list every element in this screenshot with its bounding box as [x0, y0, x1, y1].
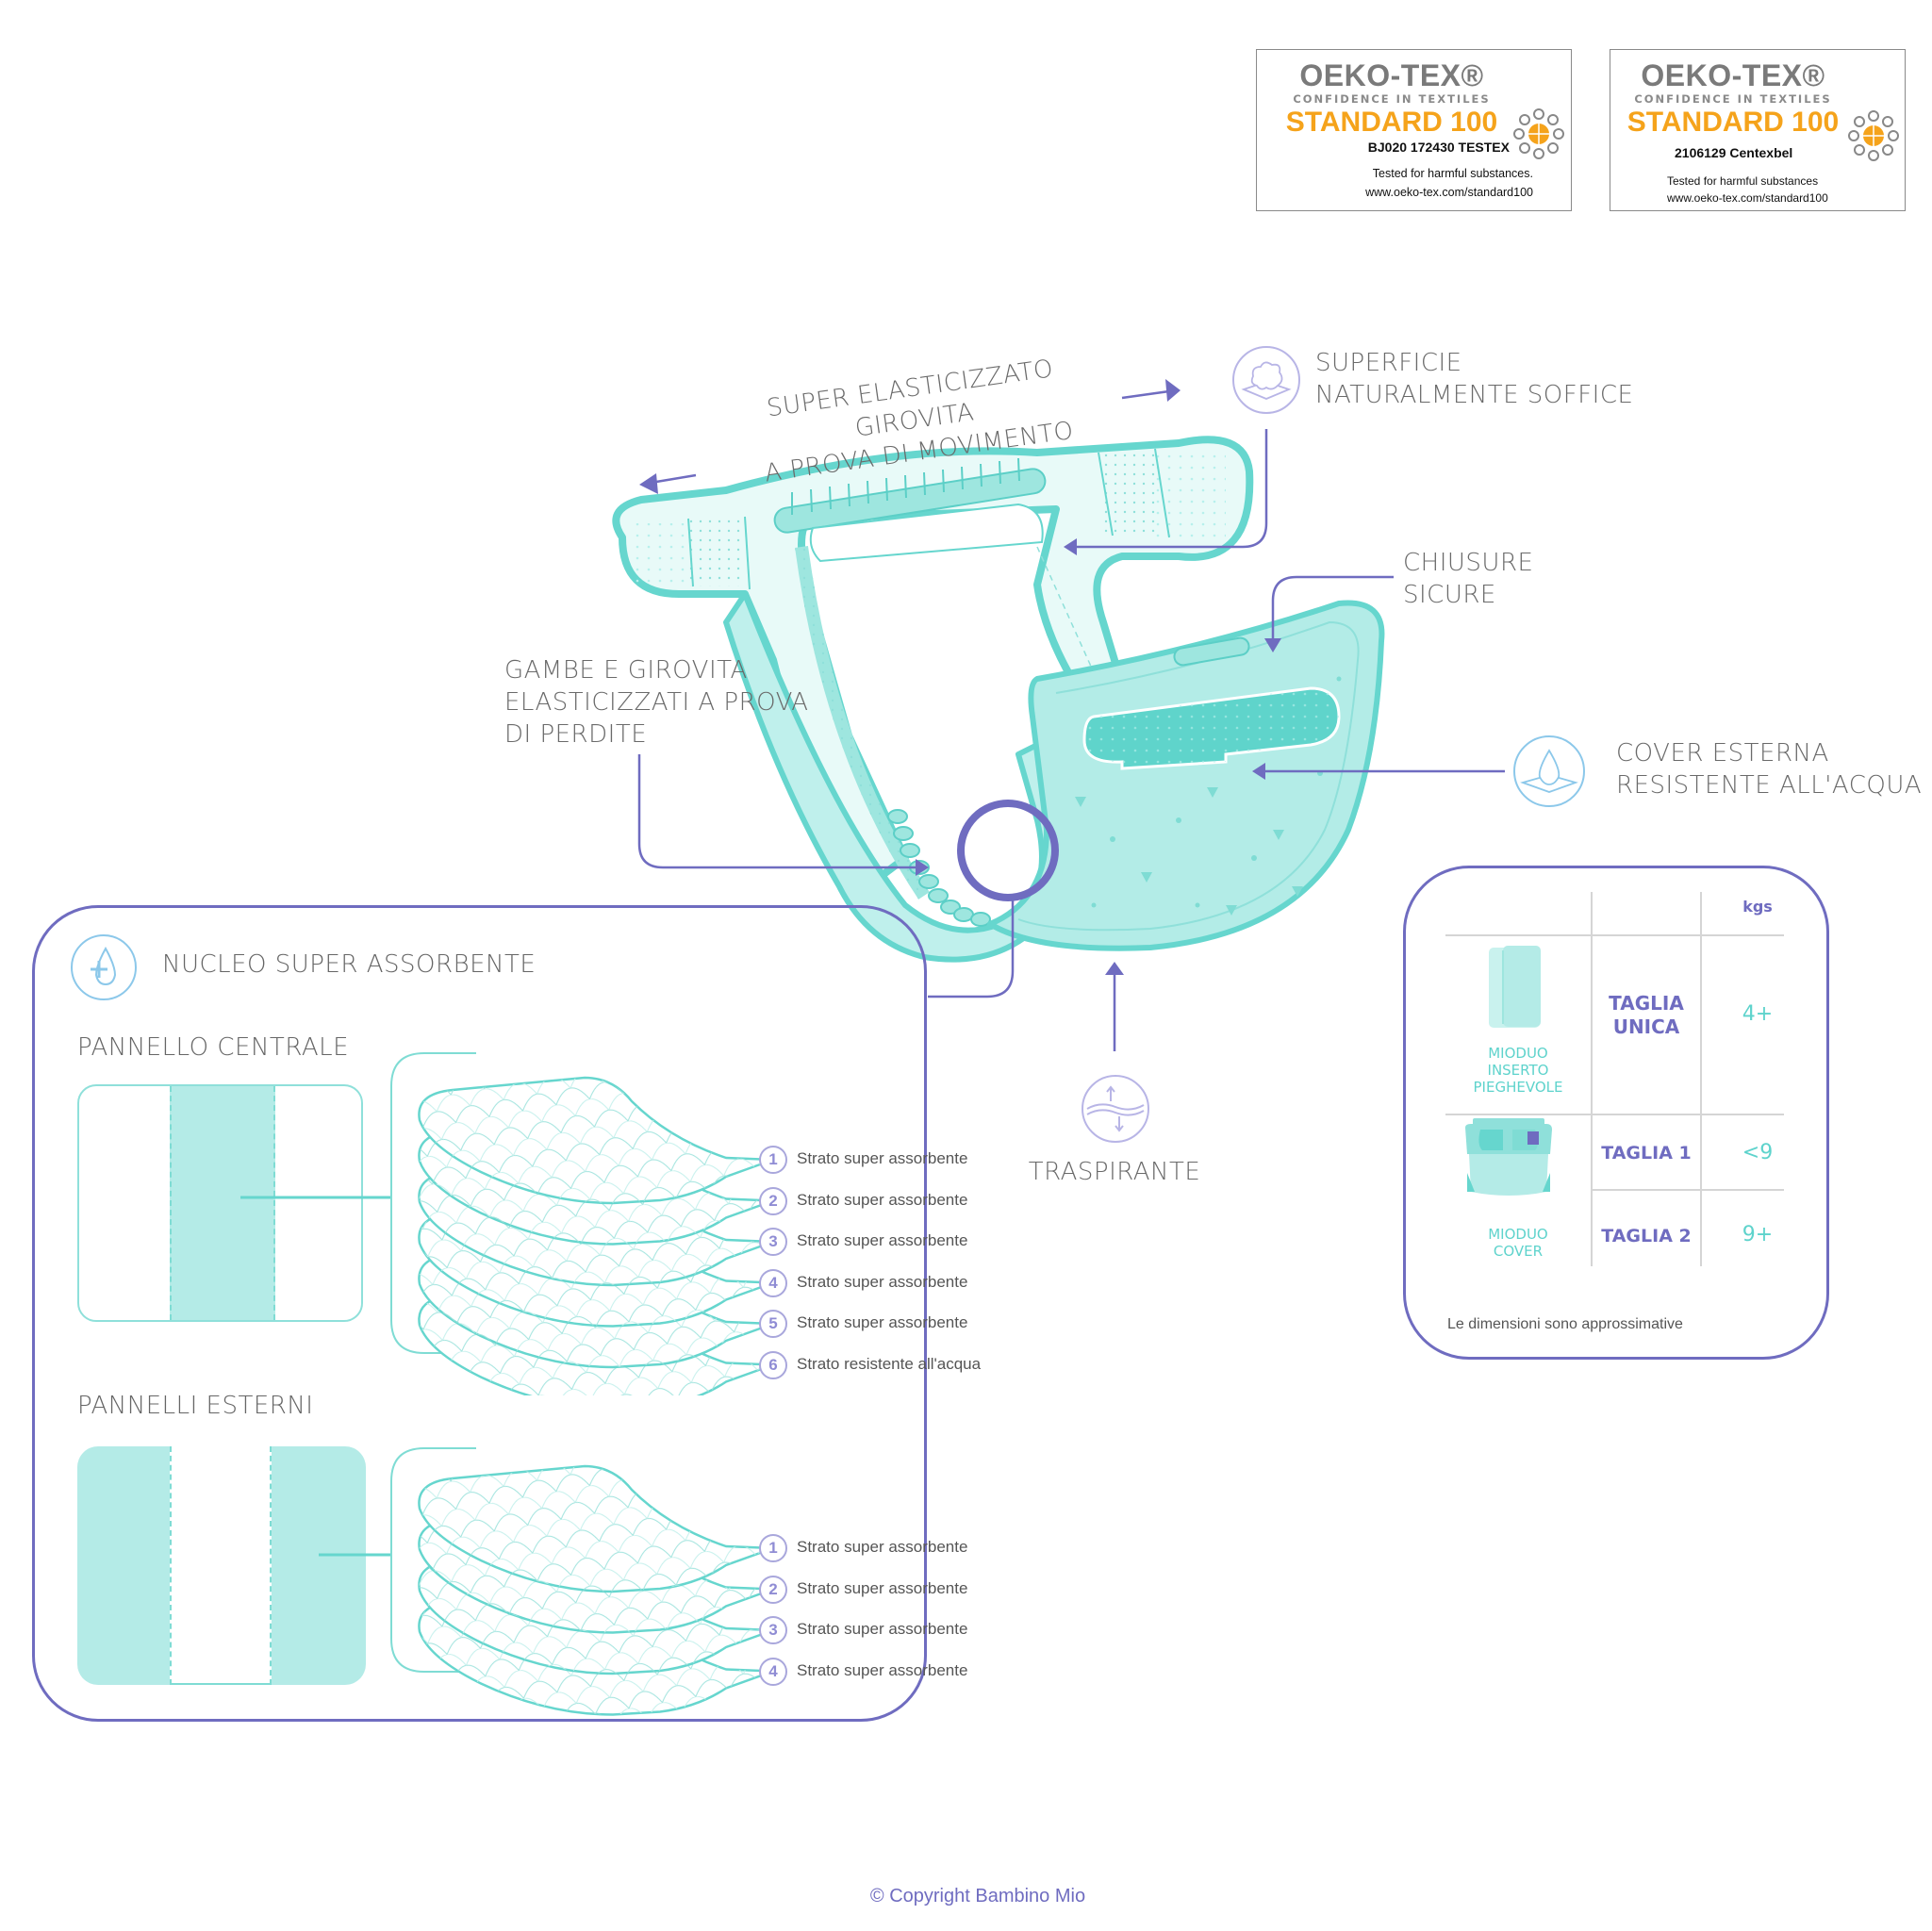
- layer-label: Strato super assorbente: [797, 1538, 968, 1556]
- layer-label: Strato super assorbente: [797, 1272, 968, 1291]
- layer-number-badge: 1: [759, 1146, 787, 1174]
- oeko-tex-label-1: OEKO-TEX® CONFIDENCE IN TEXTILES STANDAR…: [1256, 49, 1572, 211]
- layer-label: Strato super assorbente: [797, 1620, 968, 1638]
- outer-cover-line1: COVER ESTERNA: [1616, 739, 1829, 767]
- soft-surface-line2: NATURALMENTE SOFFICE: [1315, 381, 1634, 409]
- legs-label: GAMBE E GIROVITA ELASTICIZZATI A PROVA D…: [504, 654, 809, 751]
- central-panel-diagram: [77, 1084, 363, 1322]
- arrow-right-icon: [1165, 379, 1181, 402]
- layer-label: Strato super assorbente: [797, 1578, 968, 1597]
- arrow-right-icon: [916, 859, 929, 876]
- oeko-standard: STANDARD 100: [1285, 107, 1498, 138]
- closures-line2: SICURE: [1403, 581, 1496, 609]
- layer-label: Strato super assorbente: [797, 1190, 968, 1209]
- size-table-grid: [1445, 892, 1784, 1266]
- arrow-left-icon: [1252, 763, 1265, 780]
- weight-value: <9: [1742, 1141, 1774, 1164]
- central-panel-title: PANNELLO CENTRALE: [77, 1033, 350, 1062]
- oeko-tested-text: Tested for harmful substances.: [1372, 167, 1533, 180]
- size-taglia-unica: TAGLIA UNICA: [1593, 992, 1699, 1039]
- size-taglia-2: TAGLIA 2: [1601, 1226, 1692, 1246]
- layer-number-badge: 3: [759, 1616, 787, 1644]
- outer-panels-diagram: [77, 1446, 366, 1685]
- layer-label: Strato super assorbente: [797, 1660, 968, 1679]
- airflow-icon: [1082, 1075, 1149, 1143]
- connector-lines: [637, 389, 1505, 1051]
- core-panel: [32, 905, 927, 1722]
- product-name-line: INSERTO: [1487, 1062, 1549, 1079]
- weight-unit-header: kgs: [1742, 898, 1773, 916]
- product-name-cover: MIODUO COVER: [1452, 1226, 1584, 1260]
- closures-line1: CHIUSURE: [1403, 549, 1534, 577]
- breathable-label: TRASPIRANTE: [1028, 1158, 1201, 1186]
- absorbent-layer-texture: [419, 1466, 773, 1592]
- layer-number-badge: 2: [759, 1575, 787, 1604]
- product-name-line: COVER: [1493, 1243, 1544, 1260]
- size-taglia-1: TAGLIA 1: [1601, 1143, 1692, 1164]
- outer-panels-title: PANNELLI ESTERNI: [77, 1392, 314, 1420]
- oeko-tested-text: Tested for harmful substances: [1667, 174, 1819, 188]
- size-note: Le dimensioni sono approssimative: [1447, 1316, 1683, 1332]
- legs-line2: ELASTICIZZATI A PROVA: [504, 688, 809, 717]
- core-panel-title: NUCLEO SUPER ASSORBENTE: [162, 950, 537, 979]
- product-name-line: PIEGHEVOLE: [1473, 1079, 1563, 1096]
- absorb-drop-plus-icon: [71, 934, 137, 1000]
- oeko-standard: STANDARD 100: [1627, 107, 1840, 138]
- absorbent-layer-texture: [419, 1078, 773, 1203]
- oeko-tex-label-2: OEKO-TEX® CONFIDENCE IN TEXTILES STANDAR…: [1610, 49, 1906, 211]
- oeko-tagline: CONFIDENCE IN TEXTILES: [1293, 92, 1491, 106]
- layer-label: Strato super assorbente: [797, 1313, 968, 1331]
- layer-number-badge: 5: [759, 1310, 787, 1338]
- layer-number-badge: 4: [759, 1657, 787, 1686]
- layer-number-badge: 4: [759, 1268, 787, 1297]
- product-name-line: MIODUO: [1488, 1045, 1548, 1062]
- copyright-text: © Copyright Bambino Mio: [869, 1886, 1086, 1906]
- outer-cover-line2: RESISTENTE ALL'ACQUA: [1616, 771, 1923, 800]
- outer-layer-stack: [319, 1447, 774, 1716]
- oeko-brand: OEKO-TEX®: [1641, 58, 1825, 92]
- leg-elastic-highlight-ring: [957, 800, 1059, 901]
- oeko-certificate-code: 2106129 Centexbel: [1675, 145, 1793, 160]
- legs-line1: GAMBE E GIROVITA: [504, 656, 748, 685]
- oeko-url: www.oeko-tex.com/standard100: [1667, 191, 1828, 205]
- layer-number-badge: 1: [759, 1534, 787, 1562]
- diaper-front-cover: [987, 600, 1385, 951]
- layer-label: Strato super assorbente: [797, 1231, 968, 1249]
- arrow-left-icon: [639, 473, 658, 494]
- water-drop-icon: [1513, 735, 1585, 807]
- layer-label: Strato resistente all'acqua: [797, 1354, 982, 1373]
- weight-value: 4+: [1742, 1002, 1774, 1026]
- size-table-panel: [1403, 866, 1829, 1360]
- layer-label: Strato super assorbente: [797, 1149, 968, 1167]
- legs-line3: DI PERDITE: [504, 720, 648, 749]
- outer-cover-label: COVER ESTERNA RESISTENTE ALL'ACQUA: [1616, 737, 1922, 801]
- oeko-brand: OEKO-TEX®: [1299, 58, 1484, 92]
- layer-number-badge: 2: [759, 1186, 787, 1215]
- central-layer-stack: [240, 1052, 774, 1395]
- oeko-flower-logo-icon: [1513, 108, 1564, 159]
- arrow-left-icon: [1064, 538, 1077, 555]
- arrow-down-icon: [1264, 638, 1281, 652]
- layer-number-badge: 3: [759, 1228, 787, 1256]
- weight-value: 9+: [1742, 1223, 1774, 1246]
- mioduo-cover-image: [1465, 1118, 1552, 1196]
- oeko-tagline: CONFIDENCE IN TEXTILES: [1634, 92, 1832, 106]
- product-name-insert: MIODUO INSERTO PIEGHEVOLE: [1452, 1045, 1584, 1096]
- oeko-certificate-code: BJ020 172430 TESTEX: [1367, 140, 1510, 155]
- layer-number-badge: 6: [759, 1350, 787, 1379]
- soft-surface-label: SUPERFICIE NATURALMENTE SOFFICE: [1315, 347, 1633, 411]
- closures-label: CHIUSURE SICURE: [1403, 547, 1533, 611]
- size-line: UNICA: [1612, 1015, 1680, 1038]
- size-line: TAGLIA: [1609, 992, 1684, 1015]
- soft-surface-line1: SUPERFICIE: [1315, 349, 1462, 377]
- arrowheads: [639, 379, 1281, 975]
- oeko-url: www.oeko-tex.com/standard100: [1365, 186, 1533, 199]
- product-name-line: MIODUO: [1488, 1226, 1548, 1243]
- arrow-up-icon: [1105, 962, 1124, 975]
- cotton-cloud-icon: [1232, 346, 1300, 414]
- oeko-flower-logo-icon: [1848, 110, 1899, 161]
- mioduo-insert-image: [1489, 946, 1541, 1028]
